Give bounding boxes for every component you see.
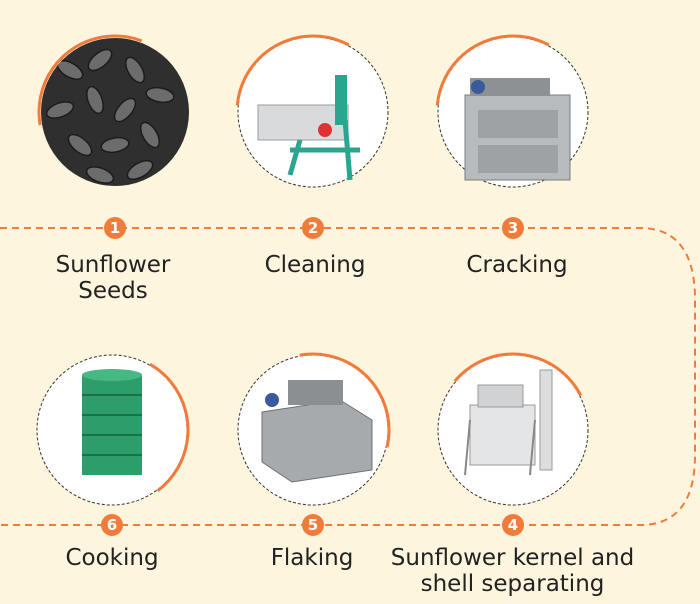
step-label-5: Flaking bbox=[270, 545, 354, 571]
cleaning-machine-photo bbox=[235, 34, 391, 190]
step-number-5: 5 bbox=[302, 514, 324, 536]
separator-machine-photo bbox=[435, 352, 591, 508]
flow-path bbox=[0, 227, 696, 526]
step-number-3: 3 bbox=[502, 217, 524, 239]
step-label-4: Sunflower kernel and shell separating bbox=[390, 545, 635, 597]
step-label-2: Cleaning bbox=[264, 252, 366, 278]
step-label-3: Cracking bbox=[466, 252, 568, 278]
step-number-2: 2 bbox=[302, 217, 324, 239]
cracking-machine-photo bbox=[435, 34, 591, 190]
cooking-machine-photo bbox=[34, 352, 190, 508]
step-label-6: Cooking bbox=[65, 545, 159, 571]
sunflower-seeds-photo bbox=[37, 34, 193, 190]
step-number-1: 1 bbox=[104, 217, 126, 239]
step-label-1: Sunflower Seeds bbox=[55, 252, 171, 304]
flaking-machine-photo bbox=[235, 352, 391, 508]
step-number-6: 6 bbox=[101, 514, 123, 536]
step-number-4: 4 bbox=[502, 514, 524, 536]
